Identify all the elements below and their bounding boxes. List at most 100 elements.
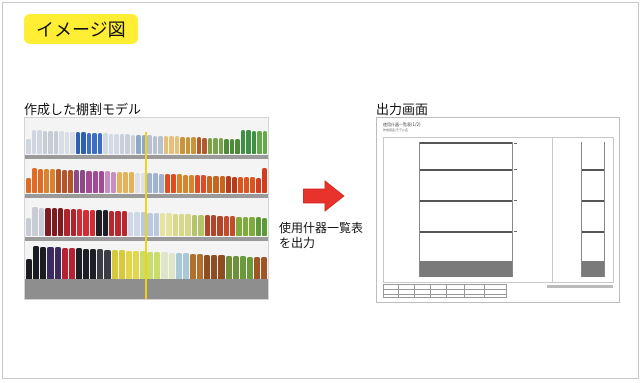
shelf-row-4 [25,246,268,280]
product-bottle [59,131,64,154]
product-bottle [172,213,178,236]
product-bottle [92,170,98,193]
product-bottle [125,134,130,154]
product-bottle [183,174,189,193]
product-bottle [185,214,191,236]
fixture-shelf-line [582,231,604,233]
dimension-mark [514,143,517,144]
product-bottle [185,136,190,154]
product-bottle [232,255,239,280]
product-bottle [147,212,153,236]
product-bottle [207,137,212,154]
product-bottle [114,133,119,154]
section-divider-line [145,132,147,299]
product-bottle [255,217,261,236]
product-bottle [255,177,261,193]
product-bottle [50,169,56,193]
product-bottle [68,248,75,280]
title-badge: イメージ図 [24,14,138,44]
product-bottle [179,213,185,236]
product-bottle [257,130,262,154]
output-screen-label: 出力画面 [376,103,429,118]
product-bottle [235,139,240,154]
fixture-shelf-line [420,231,512,233]
product-bottle [262,131,267,154]
product-bottle [122,172,128,193]
product-bottle [38,168,44,193]
product-bottle [64,131,69,154]
product-bottle [153,212,159,236]
product-bottle [37,130,42,154]
product-bottle [204,215,210,236]
fixture-drawing-side [581,142,605,277]
product-bottle [97,133,102,154]
product-bottle [42,130,47,154]
product-bottle [218,255,225,280]
product-bottle [116,171,122,193]
product-bottle [239,256,246,280]
product-bottle [224,138,229,154]
product-bottle [38,207,45,236]
product-bottle [77,209,83,236]
product-bottle [202,137,207,154]
product-bottle [140,172,146,193]
shelf-model-image [24,117,269,300]
product-bottle [249,177,255,193]
product-bottle [236,216,242,236]
product-bottle [229,138,234,154]
product-bottle [189,174,195,193]
product-bottle [98,171,104,193]
product-bottle [168,252,175,280]
fixture-shelf-line [420,200,512,202]
product-bottle [246,130,251,154]
product-bottle [110,171,116,193]
product-bottle [191,214,198,236]
product-bottle [130,134,135,154]
arrow-caption: 使用什器一覧表 を出力 [279,221,375,251]
product-bottle [174,136,179,154]
doc-title: 使用什器一覧表(1/2) [383,122,421,127]
product-bottle [51,208,57,236]
product-bottle [40,246,47,280]
product-bottle [86,132,91,154]
product-bottle [159,173,165,193]
product-bottle [159,213,166,236]
product-bottle [213,138,218,154]
product-bottle [158,135,163,154]
product-bottle [64,208,70,236]
product-bottle [231,176,237,193]
product-bottle [169,136,174,154]
product-bottle [118,250,125,280]
product-bottle [134,172,140,193]
product-bottle [165,173,171,193]
shelf-row-3 [25,207,268,236]
product-bottle [75,132,80,154]
dimension-mark [514,231,517,232]
product-bottle [119,134,124,154]
shelf-row-1 [25,130,268,154]
product-bottle [195,175,201,193]
dimension-mark [514,200,517,201]
product-bottle [204,254,211,280]
product-bottle [147,135,152,154]
fixture-shelf-line [582,169,604,171]
product-bottle [26,139,31,154]
arrow-caption-line-2: を出力 [279,236,316,250]
product-bottle [136,134,141,154]
product-bottle [166,213,172,236]
fixture-shelf-line [582,200,604,202]
doc-subtitle: 作成者名/モデル名 [383,128,409,132]
product-bottle [182,253,189,280]
product-bottle [31,130,36,154]
product-bottle [152,173,159,193]
product-bottle [96,210,102,236]
product-bottle [177,174,183,193]
product-bottle [207,175,213,193]
product-bottle [68,169,74,193]
shelf-model-label: 作成した棚割モデル [24,103,142,118]
product-bottle [32,207,38,236]
dimension-mark [514,169,517,170]
slide-title: イメージ図 [36,20,126,41]
drawing-separator [552,138,553,282]
product-bottle [198,214,204,236]
